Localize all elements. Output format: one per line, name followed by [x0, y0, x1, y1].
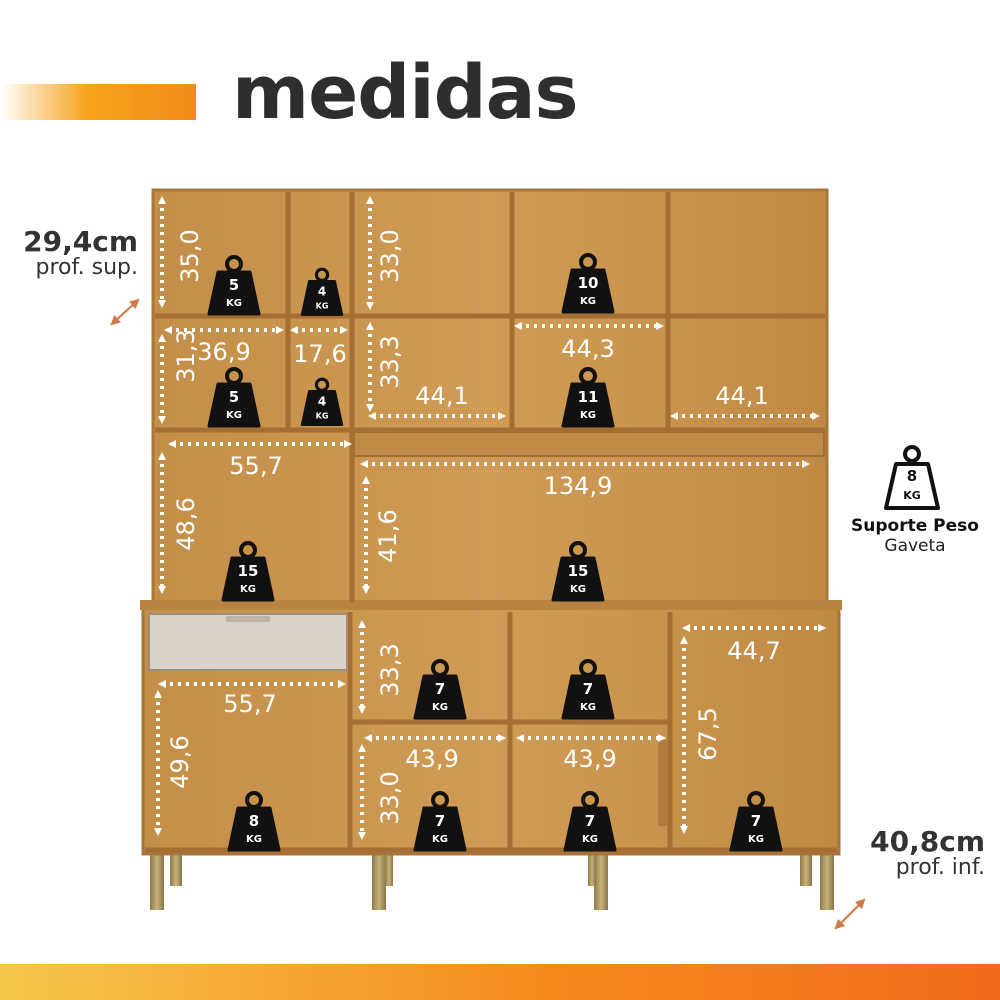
weight-unit: KG: [226, 410, 242, 421]
label-55-7-bottom: 55,7: [223, 690, 276, 718]
label-43-9-left: 43,9: [405, 745, 458, 773]
weight-icon: 8KG: [227, 791, 281, 852]
weight-icon: 5KG: [207, 255, 261, 316]
countertop: [140, 600, 842, 610]
dimension-arrows: [154, 196, 826, 840]
weight-icon: 7KG: [563, 791, 617, 852]
weight-unit: KG: [226, 298, 242, 309]
legend-weight-unit: KG: [903, 489, 921, 502]
label-35-0: 35,0: [176, 229, 204, 282]
label-33-0-top: 33,0: [376, 229, 404, 282]
measurement-labels: 35,0 33,0 36,9 17,6 31,3 33,3 44,1 44,3 …: [166, 229, 781, 824]
weight-value: 5: [229, 388, 239, 406]
weight-value: 4: [318, 285, 326, 299]
weight-unit: KG: [432, 834, 448, 845]
label-48-6: 48,6: [172, 497, 200, 550]
label-41-6: 41,6: [374, 509, 402, 562]
weight-unit: KG: [316, 411, 329, 420]
label-134-9: 134,9: [544, 472, 613, 500]
weight-icon: 5KG: [207, 367, 261, 428]
weight-value: 8: [249, 812, 259, 830]
label-33-0-bottom: 33,0: [376, 771, 404, 824]
depth-top-arrow: [110, 298, 140, 326]
weight-value: 15: [238, 562, 259, 580]
weight-value: 7: [435, 812, 445, 830]
weight-value: 5: [229, 276, 239, 294]
upper-rail: [353, 431, 825, 457]
label-36-9: 36,9: [197, 338, 250, 366]
weight-icon: 7KG: [413, 791, 467, 852]
weight-icon: 4KG: [300, 267, 344, 317]
bottom-accent-bar: [0, 964, 1000, 1000]
depth-bottom-value: 40,8cm: [870, 825, 985, 858]
upper-dividers: [155, 192, 825, 602]
legend-line-1: Suporte Peso: [851, 516, 979, 536]
label-17-6: 17,6: [293, 340, 346, 368]
legend-weight-value: 8: [907, 467, 917, 485]
label-44-1-right: 44,1: [715, 382, 768, 410]
label-44-7: 44,7: [727, 637, 780, 665]
label-49-6: 49,6: [166, 735, 194, 788]
depth-top-caption: prof. sup.: [35, 255, 138, 280]
page-title: medidas: [232, 50, 579, 136]
weight-icon: 7KG: [413, 659, 467, 720]
drawer-front: [148, 613, 348, 671]
inner-panel: [658, 740, 668, 826]
weight-value: 11: [578, 388, 599, 406]
label-55-7-top: 55,7: [229, 452, 282, 480]
depth-bottom-label: 40,8cm prof. inf.: [850, 828, 985, 880]
weight-value: 7: [435, 680, 445, 698]
weight-value: 10: [578, 274, 599, 292]
weight-value: 7: [583, 680, 593, 698]
weight-unit: KG: [580, 702, 596, 713]
label-44-3: 44,3: [561, 335, 614, 363]
upper-hutch: [151, 188, 829, 608]
legend-line-2: Gaveta: [884, 536, 946, 556]
depth-bottom-arrow: [834, 898, 866, 930]
depth-bottom-caption: prof. inf.: [895, 855, 985, 880]
weight-value: 7: [585, 812, 595, 830]
depth-top-label: 29,4cm prof. sup.: [8, 228, 138, 280]
weight-unit: KG: [316, 301, 329, 310]
weight-icon: 4KG: [300, 377, 344, 427]
drawer-handle: [226, 616, 270, 622]
depth-top-value: 29,4cm: [23, 225, 138, 258]
title-accent-bar: [0, 84, 196, 120]
label-44-1-left: 44,1: [415, 382, 468, 410]
weight-unit: KG: [582, 834, 598, 845]
weight-icon: 7KG: [729, 791, 783, 852]
weight-value: 4: [318, 395, 326, 409]
weight-unit: KG: [570, 584, 586, 595]
weight-unit: KG: [432, 702, 448, 713]
drawer-weight-legend: Suporte Peso Gaveta: [840, 444, 990, 556]
weight-unit: KG: [580, 410, 596, 421]
weight-icons: 5KG4KG10KG5KG4KG11KG15KG15KG7KG7KG8KG7KG…: [207, 253, 783, 852]
weight-unit: KG: [748, 834, 764, 845]
weight-unit: KG: [580, 296, 596, 307]
label-31-3: 31,3: [172, 329, 200, 382]
label-33-3-bottom: 33,3: [376, 643, 404, 696]
label-67-5: 67,5: [694, 707, 722, 760]
cabinet-legs: [150, 852, 834, 910]
weight-unit: KG: [240, 584, 256, 595]
weight-unit: KG: [246, 834, 262, 845]
weight-icon: 7KG: [561, 659, 615, 720]
legend-weight-icon: 8 KG: [884, 445, 940, 510]
weight-value: 15: [568, 562, 589, 580]
label-33-3-top: 33,3: [376, 335, 404, 388]
weight-value: 7: [751, 812, 761, 830]
label-43-9-right: 43,9: [563, 745, 616, 773]
